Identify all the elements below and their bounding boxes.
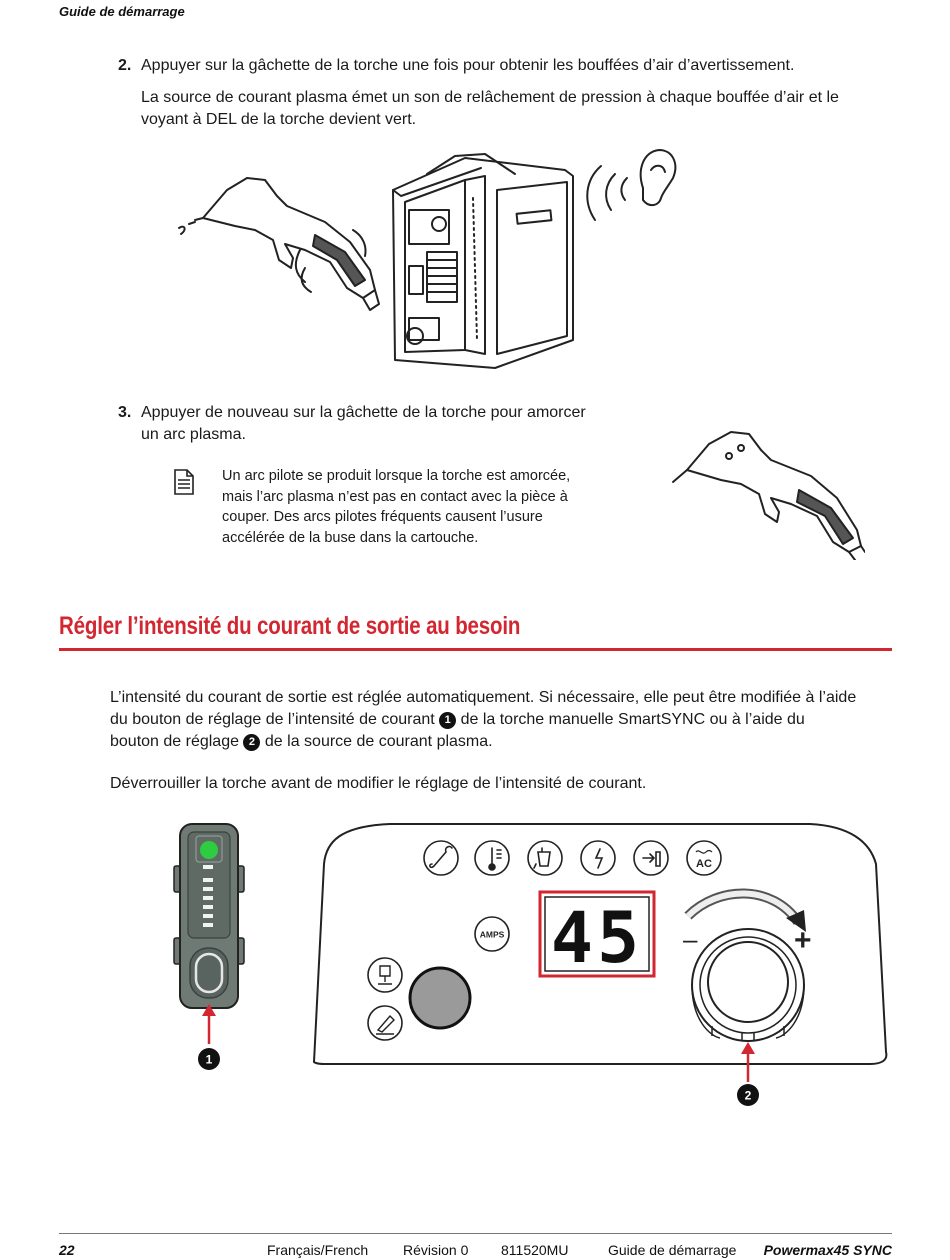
step-2-detail-line2: voyant à DEL de la torche devient vert. bbox=[141, 111, 417, 128]
running-head: Guide de démarrage bbox=[59, 4, 185, 19]
led-green-indicator bbox=[200, 841, 218, 859]
ear-icon bbox=[586, 149, 677, 221]
note-line2: mais l’arc plasma n’est pas en contact a… bbox=[222, 488, 568, 505]
footer-part-number: 811520MU bbox=[501, 1242, 569, 1258]
torch-and-power-supply-illustration bbox=[178, 149, 677, 369]
para1-line3a: bouton de réglage bbox=[110, 733, 239, 750]
amperage-adjustment-knob bbox=[691, 928, 805, 1042]
plus-label: + bbox=[794, 924, 812, 957]
step-2-number: 2. bbox=[118, 57, 132, 74]
document-note-icon bbox=[174, 469, 194, 495]
torch-amperage-control-illustration: 1 bbox=[173, 823, 245, 1070]
step-2-detail-line1: La source de courant plasma émet un son … bbox=[141, 89, 839, 106]
footer-rule bbox=[59, 1233, 892, 1234]
torch-illustration-2 bbox=[672, 431, 865, 560]
footer-product: Powermax45 SYNC bbox=[763, 1242, 892, 1258]
section-para1-line1: L’intensité du courant de sortie est rég… bbox=[110, 689, 857, 706]
callout-2-figure: 2 bbox=[745, 1089, 752, 1103]
section-para1-line3: bouton de réglage 2 de la source de cour… bbox=[110, 731, 493, 753]
section-title: Régler l’intensité du courant de sortie … bbox=[59, 612, 521, 640]
minus-label: – bbox=[683, 924, 698, 954]
cut-mode-icon bbox=[367, 957, 403, 993]
footer-page-number: 22 bbox=[59, 1242, 75, 1258]
section-para2: Déverrouiller la torche avant de modifie… bbox=[110, 775, 647, 792]
gas-pressure-icon bbox=[527, 840, 563, 876]
power-supply-illustration bbox=[392, 153, 574, 369]
callout-1-figure: 1 bbox=[206, 1053, 213, 1067]
callout-2-inline: 2 bbox=[243, 734, 261, 751]
display-value: 45 bbox=[551, 897, 643, 979]
note: Un arc pilote se produit lorsque la torc… bbox=[222, 466, 570, 548]
para1-line3b: de la source de courant plasma. bbox=[264, 733, 493, 750]
amps-button bbox=[474, 916, 510, 952]
grey-knob bbox=[408, 966, 472, 1030]
para1-line2b: de la torche manuelle SmartSYNC ou à l’a… bbox=[460, 711, 805, 728]
section-para1-line2: du bouton de réglage de l’intensité de c… bbox=[110, 709, 805, 731]
amperage-display bbox=[544, 896, 650, 972]
step-2-text: Appuyer sur la gâchette de la torche une… bbox=[141, 57, 795, 74]
footer-revision: Révision 0 bbox=[403, 1242, 469, 1258]
note-line3: couper. Des arcs pilotes fréquents cause… bbox=[222, 509, 543, 525]
callout-1-inline: 1 bbox=[439, 712, 457, 729]
step-3-text-line1: Appuyer de nouveau sur la gâchette de la… bbox=[141, 404, 586, 421]
footer-doc-title: Guide de démarrage bbox=[608, 1242, 737, 1258]
note-line1: Un arc pilote se produit lorsque la torc… bbox=[222, 468, 571, 484]
ac-power-icon bbox=[686, 840, 722, 876]
step-3-number: 3. bbox=[118, 404, 132, 421]
torch-illustration-1 bbox=[178, 177, 380, 311]
control-panel-illustration: AC AMPS 45 – + 2 bbox=[312, 823, 888, 1106]
amps-label: AMPS bbox=[480, 930, 505, 940]
ac-label: AC bbox=[696, 858, 712, 870]
footer-language: Français/French bbox=[267, 1242, 369, 1258]
gouge-mode-icon bbox=[367, 1005, 403, 1041]
step-3-text-line2: un arc plasma. bbox=[141, 426, 246, 443]
para1-line2a: du bouton de réglage de l’intensité de c… bbox=[110, 711, 435, 728]
section-rule bbox=[59, 648, 892, 651]
note-line4: accélérée de la buse dans la cartouche. bbox=[222, 529, 479, 546]
